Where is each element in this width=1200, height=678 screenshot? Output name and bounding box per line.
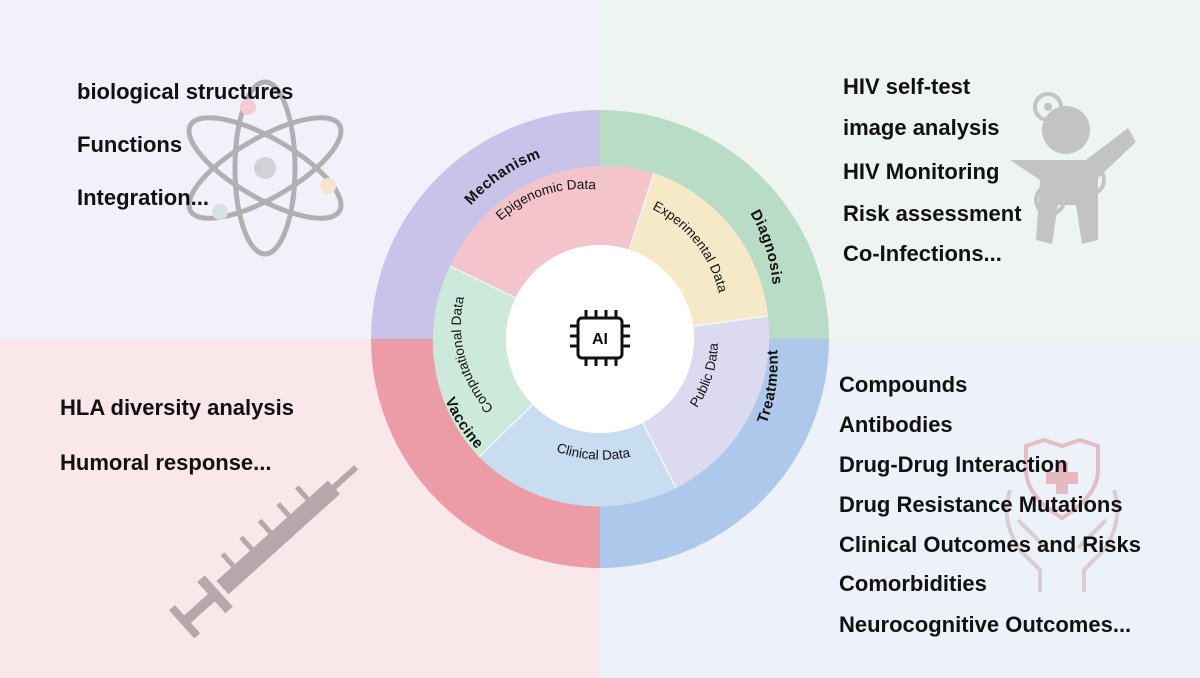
treatment-item: Antibodies xyxy=(839,412,953,437)
diagnosis-item: Risk assessment xyxy=(843,201,1022,226)
treatment-item: Neurocognitive Outcomes... xyxy=(839,612,1131,637)
care-hands-icon xyxy=(1004,437,1120,592)
vaccine-item: Humoral response... xyxy=(60,450,272,475)
diagnosis-item: HIV self-test xyxy=(843,74,971,99)
treatment-item: Drug-Drug Interaction xyxy=(839,452,1068,477)
diagnosis-list: HIV self-test image analysis HIV Monitor… xyxy=(843,74,1022,266)
atom-icon xyxy=(186,79,344,257)
diagnosis-item: HIV Monitoring xyxy=(843,159,999,184)
ai-label: AI xyxy=(592,331,608,348)
treatment-item: Clinical Outcomes and Risks xyxy=(839,532,1141,557)
diagnosis-item: Co-Infections... xyxy=(843,241,1002,266)
treatment-item: Comorbidities xyxy=(839,571,987,596)
vaccine-item: HLA diversity analysis xyxy=(60,395,294,420)
person-monitoring-icon xyxy=(1010,92,1136,244)
treatment-item: Compounds xyxy=(839,372,967,397)
mechanism-list: biological structures Functions Integrat… xyxy=(77,79,293,210)
treatment-list: Compounds Antibodies Drug-Drug Interacti… xyxy=(839,372,1141,637)
vaccine-list: HLA diversity analysis Humoral response.… xyxy=(60,395,294,475)
treatment-item: Drug Resistance Mutations xyxy=(839,492,1123,517)
mechanism-item: Integration... xyxy=(77,185,209,210)
center-circle xyxy=(506,245,694,433)
mechanism-item: biological structures xyxy=(77,79,293,104)
diagnosis-item: image analysis xyxy=(843,115,1000,140)
syringe-icon xyxy=(168,464,359,639)
mechanism-item: Functions xyxy=(77,132,182,157)
ai-chip-icon: AI xyxy=(570,310,630,366)
